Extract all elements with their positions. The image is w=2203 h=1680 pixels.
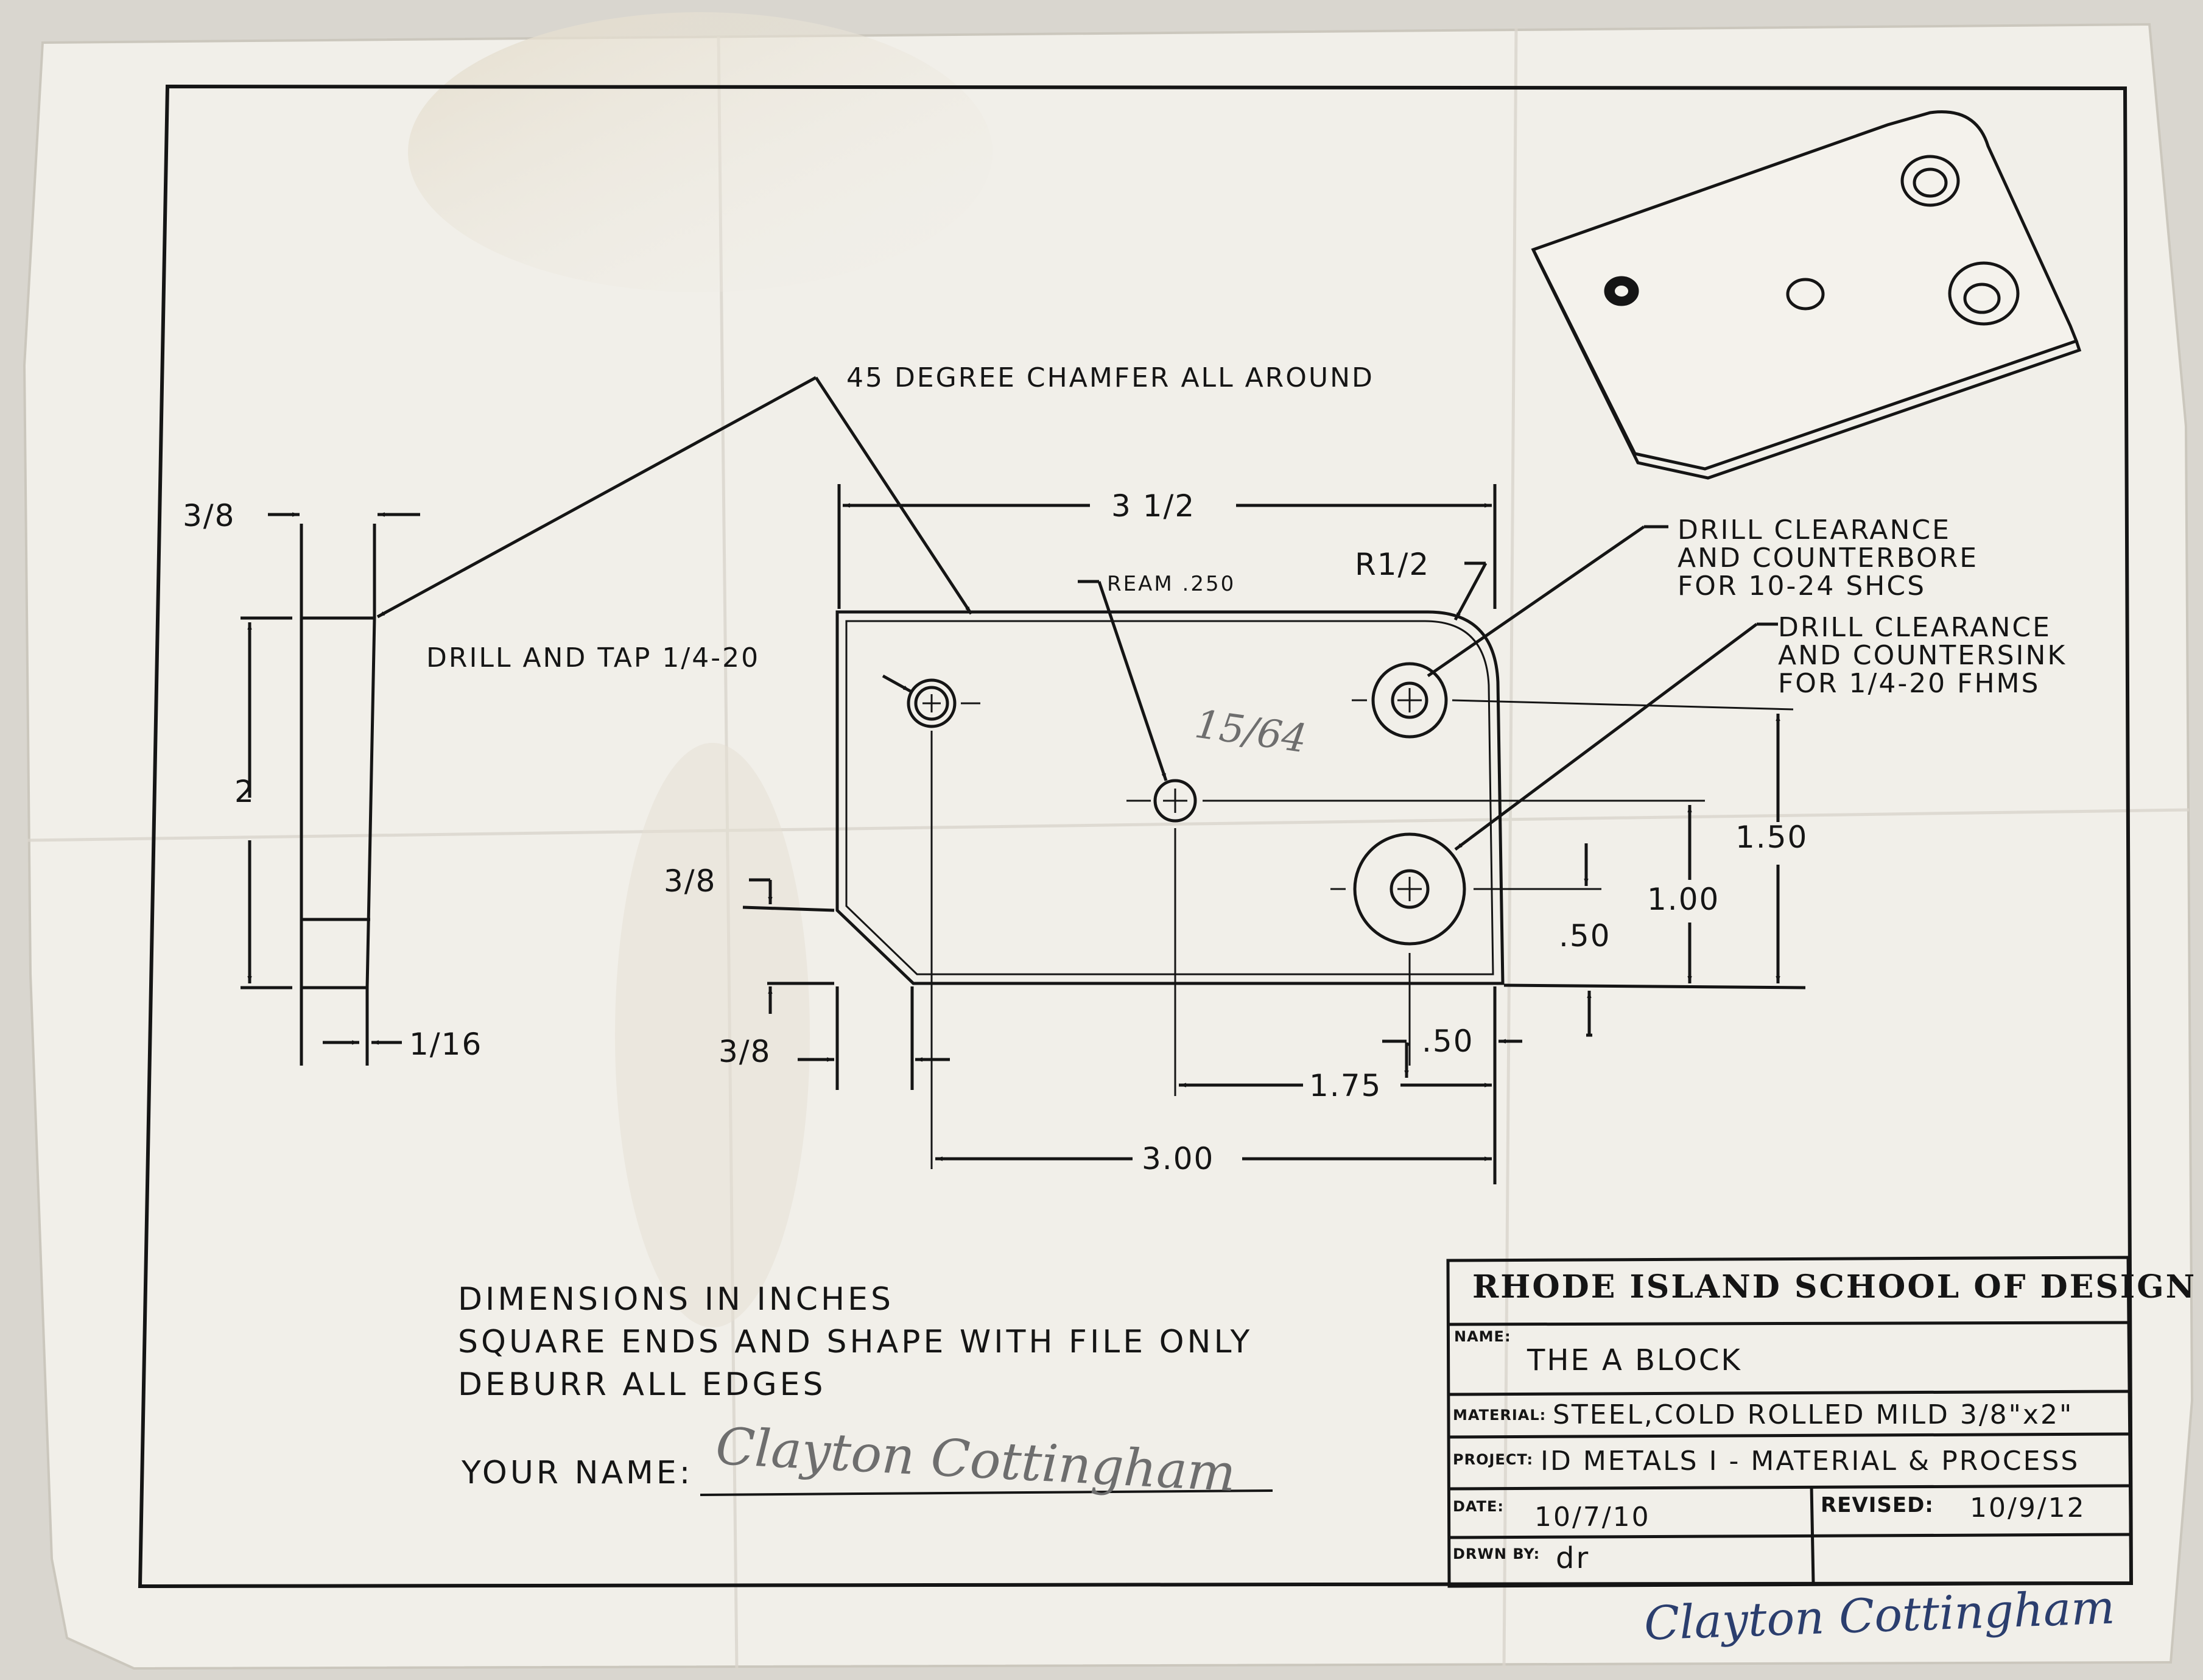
drawn-by-field-label: DRWN BY: bbox=[1453, 1545, 1541, 1562]
dim-0-50-vertical: .50 bbox=[1559, 918, 1611, 954]
ream-note: REAM .250 bbox=[1107, 572, 1236, 596]
countersink-hole bbox=[1353, 832, 1466, 946]
side-chamfer-dim: 1/16 bbox=[409, 1027, 483, 1062]
school-name: RHODE ISLAND SCHOOL OF DESIGN bbox=[1472, 1268, 2197, 1306]
note-dimensions: DIMENSIONS IN INCHES bbox=[458, 1281, 894, 1318]
chamfer-note: 45 DEGREE CHAMFER ALL AROUND bbox=[846, 362, 1374, 393]
side-height-dim: 2 bbox=[234, 774, 255, 809]
countersink-note-line: AND COUNTERSINK bbox=[1778, 640, 2067, 671]
note-square-ends: SQUARE ENDS AND SHAPE WITH FILE ONLY bbox=[458, 1324, 1253, 1360]
counterbore-hole bbox=[1371, 662, 1448, 739]
dim-1-50: 1.50 bbox=[1735, 820, 1808, 855]
dim-3-00: 3.00 bbox=[1142, 1141, 1215, 1176]
corner-radius-dim: R1/2 bbox=[1355, 547, 1430, 582]
project-field-value: ID METALS I - MATERIAL & PROCESS bbox=[1541, 1446, 2080, 1477]
title-block-grid bbox=[1446, 1256, 2133, 1588]
countersink-note-line: DRILL CLEARANCE bbox=[1778, 612, 2051, 643]
material-field-label: MATERIAL: bbox=[1453, 1407, 1547, 1424]
ream-hole bbox=[1153, 779, 1197, 823]
tapped-hole bbox=[907, 678, 957, 728]
tap-note: DRILL AND TAP 1/4-20 bbox=[426, 642, 761, 673]
counterbore-note-line: FOR 10-24 SHCS bbox=[1678, 571, 1927, 602]
water-stain-2 bbox=[615, 743, 810, 1327]
revised-field-value: 10/9/12 bbox=[1970, 1492, 2086, 1524]
date-field-value: 10/7/10 bbox=[1534, 1502, 1651, 1533]
countersink-note: DRILL CLEARANCE AND COUNTERSINK FOR 1/4-… bbox=[1778, 614, 2067, 698]
date-field-label: DATE: bbox=[1453, 1498, 1504, 1515]
counterbore-note: DRILL CLEARANCE AND COUNTERBORE FOR 10-2… bbox=[1678, 516, 1978, 600]
material-field-value: STEEL,COLD ROLLED MILD 3/8"x2" bbox=[1553, 1399, 2074, 1430]
note-deburr: DEBURR ALL EDGES bbox=[458, 1366, 826, 1403]
your-name-label: YOUR NAME: bbox=[462, 1455, 694, 1491]
side-thickness-dim: 3/8 bbox=[183, 498, 236, 533]
water-stain bbox=[408, 12, 993, 292]
drawn-by-field-value: dr bbox=[1556, 1541, 1590, 1575]
linework bbox=[241, 110, 2133, 1588]
chamfer-height-dim: 3/8 bbox=[664, 863, 717, 899]
chamfer-width-dim: 3/8 bbox=[719, 1034, 771, 1069]
countersink-note-line: FOR 1/4-20 FHMS bbox=[1778, 668, 2040, 699]
revised-field-label: REVISED: bbox=[1821, 1493, 1934, 1517]
isometric-view bbox=[1531, 110, 2082, 480]
dim-0-50-horizontal: .50 bbox=[1422, 1024, 1474, 1059]
dim-1-00: 1.00 bbox=[1647, 882, 1720, 917]
dim-1-75: 1.75 bbox=[1309, 1068, 1382, 1103]
counterbore-note-line: AND COUNTERBORE bbox=[1678, 543, 1979, 574]
name-field-label: NAME: bbox=[1454, 1328, 1511, 1345]
length-dim: 3 1/2 bbox=[1111, 488, 1196, 524]
project-field-label: PROJECT: bbox=[1453, 1451, 1534, 1468]
name-field-value: THE A BLOCK bbox=[1527, 1343, 1742, 1377]
counterbore-note-line: DRILL CLEARANCE bbox=[1678, 515, 1951, 546]
